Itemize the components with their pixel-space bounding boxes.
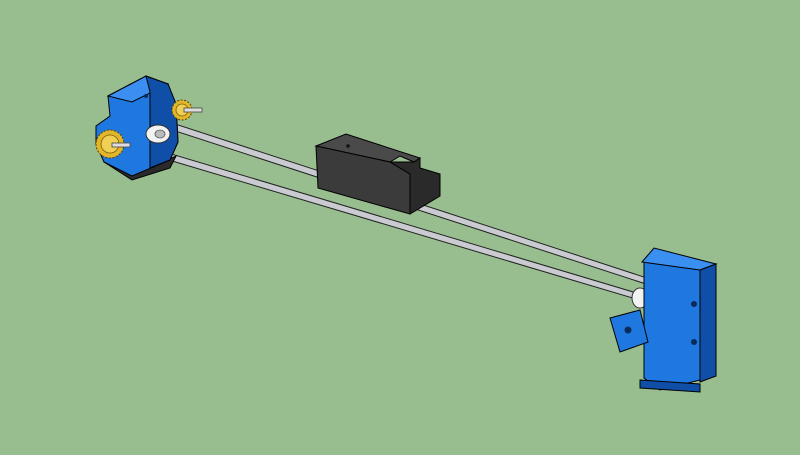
right-bracket-hole-3 <box>624 326 632 334</box>
left-motor-bracket <box>95 75 179 181</box>
right-bracket-hole-2 <box>691 339 697 345</box>
right-bracket-hole-1 <box>691 301 697 307</box>
carriage-screw-hole <box>346 144 350 148</box>
left-bracket-side-shade <box>145 75 179 169</box>
left-gear-large <box>95 129 131 159</box>
left-gear-small <box>171 99 203 121</box>
right-mount-bracket <box>609 247 718 393</box>
left-gear-large-shaft <box>111 142 131 148</box>
right-bracket-side-face <box>699 263 717 383</box>
carriage-right <box>388 157 441 215</box>
left-bracket-screw-hole <box>144 94 148 98</box>
right-bracket-base-flange <box>639 379 701 393</box>
left-idler-hole <box>154 129 166 139</box>
left-gear-small-shaft <box>183 107 203 113</box>
carriage-block <box>314 133 441 215</box>
